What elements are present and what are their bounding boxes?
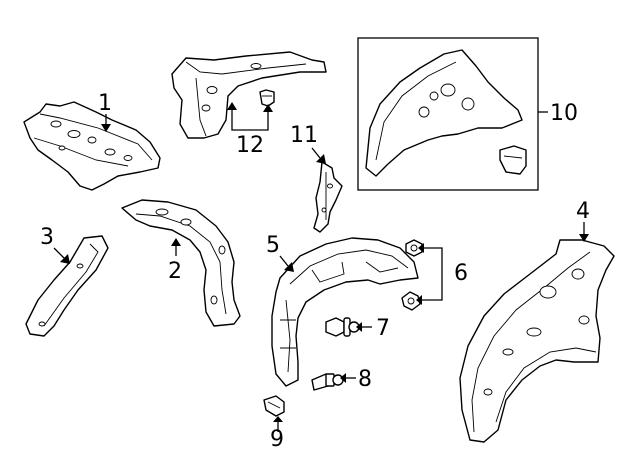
part-7-push-clip[interactable] <box>325 317 360 337</box>
part-12-upper-bracket[interactable] <box>171 51 327 139</box>
callout-3: 3 <box>40 225 54 250</box>
inset-frame <box>357 37 539 191</box>
callout-10: 10 <box>550 101 578 126</box>
part-11-bracket[interactable] <box>313 161 343 233</box>
part-10-wheelhouse-outer[interactable] <box>365 49 523 177</box>
callout-1: 1 <box>98 91 112 116</box>
part-8-bolt[interactable] <box>311 373 344 391</box>
callout-2: 2 <box>168 259 182 284</box>
part-3-pillar-reinforcement[interactable] <box>25 235 109 337</box>
part-5-fender-liner[interactable] <box>271 237 419 387</box>
callout-12: 12 <box>236 133 264 158</box>
callout-8: 8 <box>358 367 372 392</box>
part-10-bracket[interactable] <box>499 145 527 175</box>
part-1-reinforcement[interactable] <box>23 101 161 191</box>
part-12-clip[interactable] <box>259 89 275 107</box>
part-2-wheelhouse-panel[interactable] <box>121 199 241 327</box>
callout-9: 9 <box>270 427 284 452</box>
callout-5: 5 <box>266 233 280 258</box>
leader-lines <box>53 102 589 432</box>
part-6-nut-upper[interactable] <box>405 239 423 257</box>
callout-11: 11 <box>290 123 318 148</box>
part-6-nut-lower[interactable] <box>401 291 421 311</box>
part-9-grommet[interactable] <box>263 395 285 417</box>
callout-4: 4 <box>576 199 590 224</box>
callout-6: 6 <box>454 261 468 286</box>
part-4-quarter-inner-panel[interactable] <box>459 239 615 443</box>
callout-7: 7 <box>376 316 390 341</box>
